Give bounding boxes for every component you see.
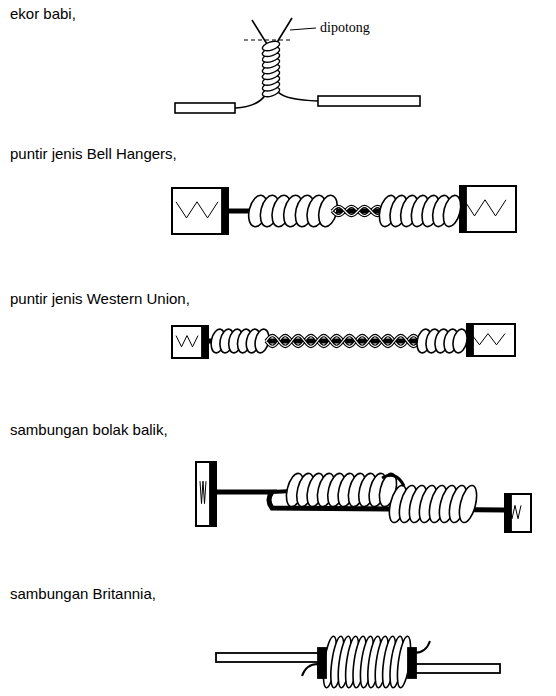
splice-caption: puntir jenis Western Union, [10, 290, 190, 308]
reverse-splice [196, 462, 531, 532]
insulation-texture [176, 336, 198, 347]
twisted-wire-highlight [266, 336, 420, 347]
bell-hangers-splice [172, 186, 516, 234]
insulation [460, 186, 516, 232]
insulation-end [222, 188, 228, 234]
wire-hook [382, 475, 404, 486]
binding-end [408, 648, 416, 678]
twisted-wire [332, 206, 384, 215]
twisted-wire [332, 206, 384, 215]
wire-turn [316, 193, 341, 228]
insulation [172, 326, 208, 358]
insulation [172, 188, 228, 234]
twisted-wire [266, 336, 420, 347]
pigtail-splice [175, 18, 420, 113]
insulation-texture [200, 481, 206, 503]
insulation [196, 462, 216, 526]
insulation-end [505, 494, 511, 532]
insulation [505, 494, 531, 532]
insulation-texture [176, 202, 218, 218]
wire-turn [451, 328, 469, 354]
wire-turn [456, 484, 480, 525]
twisted-wire-highlight [332, 206, 384, 215]
western-union-splice [172, 324, 515, 358]
insulation-end [467, 324, 473, 356]
splice-caption: sambungan Britannia, [10, 585, 156, 603]
twisted-wire [266, 336, 420, 347]
bent-end [302, 664, 318, 676]
cut-note: dipotong [320, 19, 370, 37]
twisted-wire-highlight [332, 206, 384, 215]
splice-caption: sambungan bolak balik, [10, 421, 168, 439]
binding-end [318, 648, 326, 678]
insulation-texture [471, 334, 505, 345]
britannia-splice [216, 635, 500, 688]
wire-turn [440, 194, 463, 229]
splice-caption: ekor babi, [10, 5, 76, 23]
insulation-end [202, 326, 208, 358]
twisted-wire-highlight [266, 336, 420, 347]
splice-caption: puntir jenis Bell Hangers, [10, 145, 177, 163]
wire-turn [253, 328, 271, 354]
insulation-texture [464, 200, 506, 216]
wire-turn [261, 39, 281, 52]
insulation [467, 324, 515, 356]
insulation-end [210, 462, 216, 526]
